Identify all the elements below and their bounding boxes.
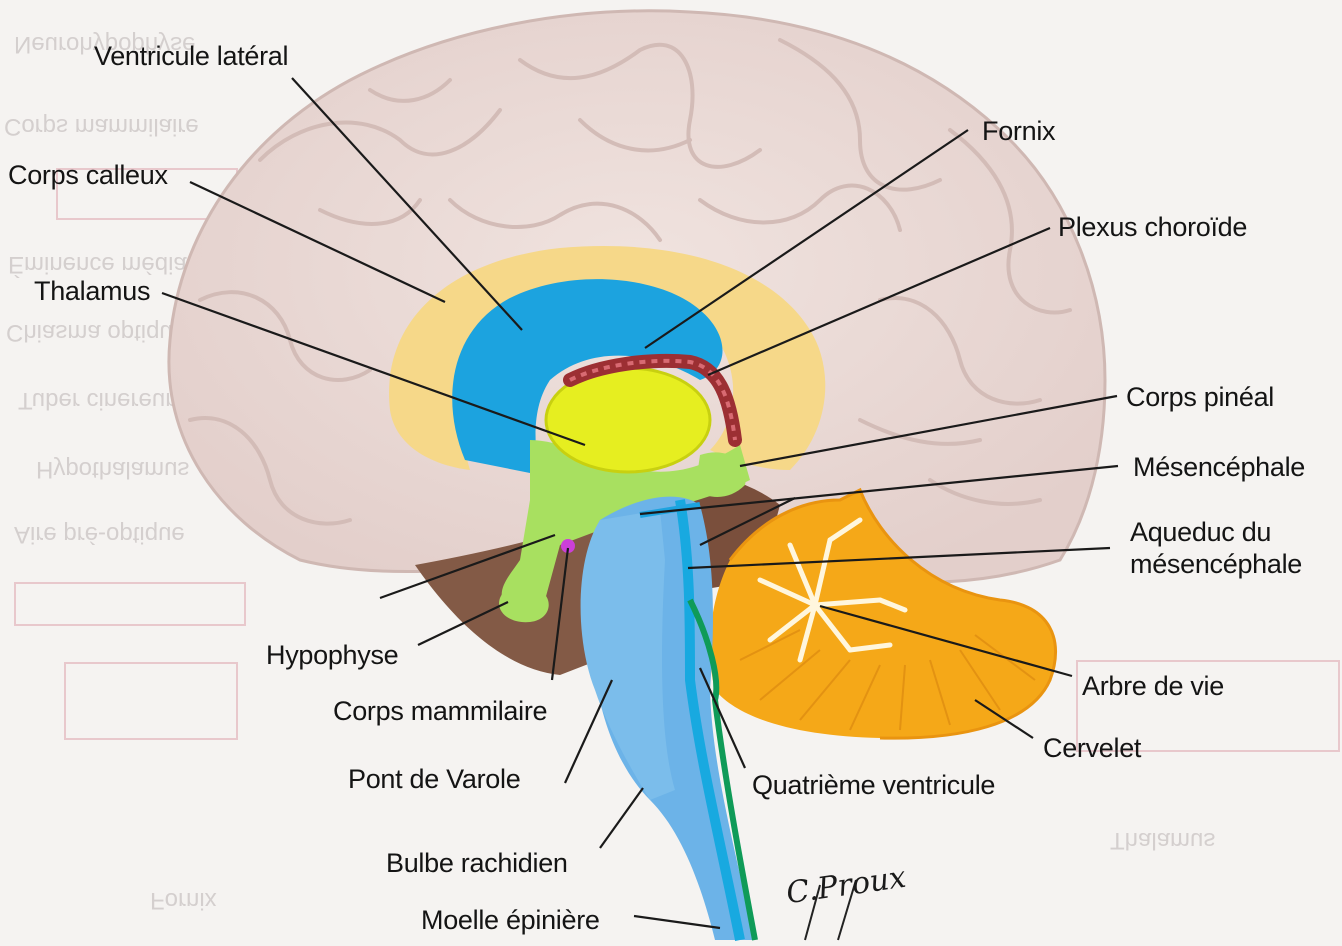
label-moelle-epiniere: Moelle épinière: [421, 905, 600, 936]
pons: [581, 510, 675, 800]
label-aqueduc-line2: mésencéphale: [1130, 549, 1302, 580]
label-corps-pineal: Corps pinéal: [1126, 382, 1274, 413]
label-pont-de-varole: Pont de Varole: [348, 764, 520, 795]
label-mesencephale: Mésencéphale: [1133, 452, 1305, 483]
label-cervelet: Cervelet: [1043, 733, 1141, 764]
label-bulbe-rachidien: Bulbe rachidien: [386, 848, 568, 879]
label-corps-calleux: Corps calleux: [8, 160, 168, 191]
label-corps-mammilaire: Corps mammilaire: [333, 696, 547, 727]
label-thalamus: Thalamus: [34, 276, 150, 307]
label-aqueduc-line1: Aqueduc du: [1130, 517, 1271, 548]
label-fornix: Fornix: [982, 116, 1055, 147]
label-hypophyse: Hypophyse: [266, 640, 398, 671]
label-arbre-de-vie: Arbre de vie: [1082, 671, 1224, 702]
label-ventricule-lateral: Ventricule latéral: [94, 41, 288, 72]
label-plexus-choroide: Plexus choroïde: [1058, 212, 1247, 243]
label-quatrieme-ventricule: Quatrième ventricule: [752, 770, 995, 801]
